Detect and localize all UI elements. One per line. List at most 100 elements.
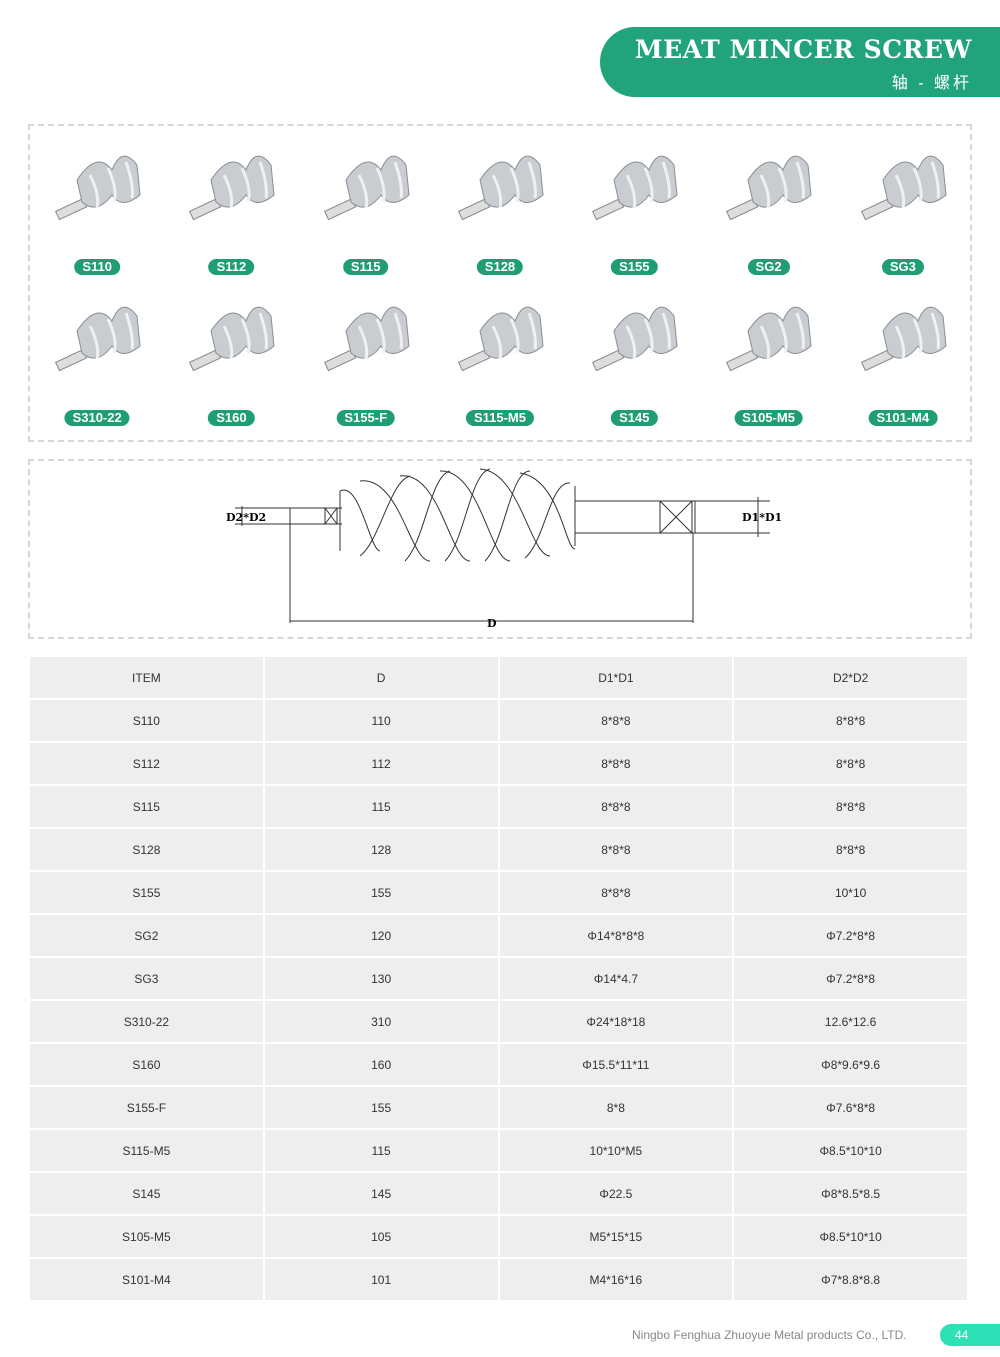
product-item: S115-M5 — [433, 277, 567, 428]
table-cell: 8*8*8 — [734, 700, 967, 741]
product-label: S101-M4 — [868, 410, 938, 426]
meat-mincer-screw-image — [726, 306, 812, 372]
product-item: S101-M4 — [836, 277, 970, 428]
table-cell: Φ7.6*8*8 — [734, 1087, 967, 1128]
d2-label: D2*D2 — [226, 511, 266, 524]
product-label: SG2 — [747, 259, 790, 275]
table-cell: S112 — [30, 743, 263, 784]
table-cell: 160 — [264, 1044, 498, 1085]
product-item: S112 — [164, 126, 298, 277]
table-cell: Φ7*8.8*8.8 — [734, 1259, 967, 1300]
meat-mincer-screw-image — [726, 155, 812, 221]
product-label: S115 — [342, 259, 389, 275]
table-cell: S155-F — [30, 1087, 263, 1128]
table-cell: SG3 — [30, 958, 263, 999]
product-item: S155-F — [299, 277, 433, 428]
table-cell: Φ14*8*8*8 — [499, 915, 733, 956]
table-cell: D2*D2 — [734, 657, 967, 698]
dimension-diagram: D2*D2 D1*D1 D — [28, 459, 972, 639]
table-cell: 8*8*8 — [499, 786, 733, 827]
meat-mincer-screw-image — [457, 306, 544, 372]
meat-mincer-screw-image — [592, 155, 678, 221]
product-label: S155 — [611, 259, 658, 275]
table-cell: SG2 — [30, 915, 263, 956]
table-cell: Φ8.5*10*10 — [734, 1216, 967, 1257]
table-cell: S160 — [30, 1044, 263, 1085]
table-cell: 120 — [264, 915, 498, 956]
table-cell: 155 — [264, 1087, 498, 1128]
product-item: S128 — [433, 126, 567, 277]
table-cell: 310 — [264, 1001, 498, 1042]
table-cell: S101-M4 — [30, 1259, 263, 1300]
d-label: D — [487, 617, 497, 630]
table-cell: M5*15*15 — [499, 1216, 733, 1257]
table-cell: S145 — [30, 1173, 263, 1214]
table-cell: Φ7.2*8*8 — [734, 958, 967, 999]
table-cell: 8*8*8 — [734, 786, 967, 827]
product-label: SG3 — [881, 259, 924, 275]
meat-mincer-screw-image — [189, 155, 275, 221]
table-cell: Φ15.5*11*11 — [499, 1044, 733, 1085]
meat-mincer-screw-image — [457, 155, 544, 221]
product-item: S115 — [299, 126, 433, 277]
product-item: S105-M5 — [701, 277, 835, 428]
product-label: S155-F — [336, 410, 396, 426]
product-item: S145 — [567, 277, 701, 428]
product-label: S145 — [611, 410, 658, 426]
table-cell: S115 — [30, 786, 263, 827]
product-label: S110 — [74, 259, 120, 275]
product-item: S110 — [30, 126, 164, 277]
product-label: S115-M5 — [465, 410, 535, 426]
product-label: S105-M5 — [734, 410, 803, 426]
product-item: SG3 — [836, 126, 970, 277]
meat-mincer-screw-image — [54, 306, 141, 372]
table-cell: 10*10*M5 — [499, 1130, 733, 1171]
table-cell: 8*8*8 — [734, 743, 967, 784]
table-cell: 105 — [264, 1216, 498, 1257]
page-title: MEAT MINCER SCREW — [634, 35, 972, 64]
table-cell: M4*16*16 — [499, 1259, 733, 1300]
table-cell: 115 — [264, 1130, 498, 1171]
table-cell: 101 — [264, 1259, 498, 1300]
table-cell: S128 — [30, 829, 263, 870]
meat-mincer-screw-image — [860, 306, 947, 372]
product-label: S160 — [208, 410, 255, 426]
table-cell: Φ22.5 — [499, 1173, 733, 1214]
table-cell: 12.6*12.6 — [734, 1001, 967, 1042]
table-cell: 8*8*8 — [499, 872, 733, 913]
table-cell: 8*8 — [499, 1087, 733, 1128]
table-cell: 128 — [264, 829, 498, 870]
table-cell: Φ14*4.7 — [499, 958, 733, 999]
table-cell: 8*8*8 — [499, 743, 733, 784]
table-cell: 130 — [264, 958, 498, 999]
meat-mincer-screw-image — [323, 306, 410, 372]
meat-mincer-screw-image — [323, 155, 410, 221]
meat-mincer-screw-image — [860, 155, 947, 221]
table-cell: S105-M5 — [30, 1216, 263, 1257]
table-cell: S155 — [30, 872, 263, 913]
meat-mincer-screw-image — [592, 306, 678, 372]
screw-drawing: D2*D2 D1*D1 D — [226, 468, 782, 630]
table-cell: Φ8.5*10*10 — [734, 1130, 967, 1171]
table-cell: D — [264, 657, 498, 698]
table-cell: 155 — [264, 872, 498, 913]
company-name: Ningbo Fenghua Zhuoyue Metal products Co… — [632, 1328, 907, 1342]
page-subtitle: 轴 - 螺杆 — [891, 75, 972, 92]
page-number: 44 — [940, 1324, 1000, 1346]
product-label: S310-22 — [64, 410, 130, 426]
table-cell: 115 — [264, 786, 498, 827]
table-cell: S115-M5 — [30, 1130, 263, 1171]
product-label: S112 — [208, 259, 255, 275]
table-cell: 112 — [264, 743, 498, 784]
